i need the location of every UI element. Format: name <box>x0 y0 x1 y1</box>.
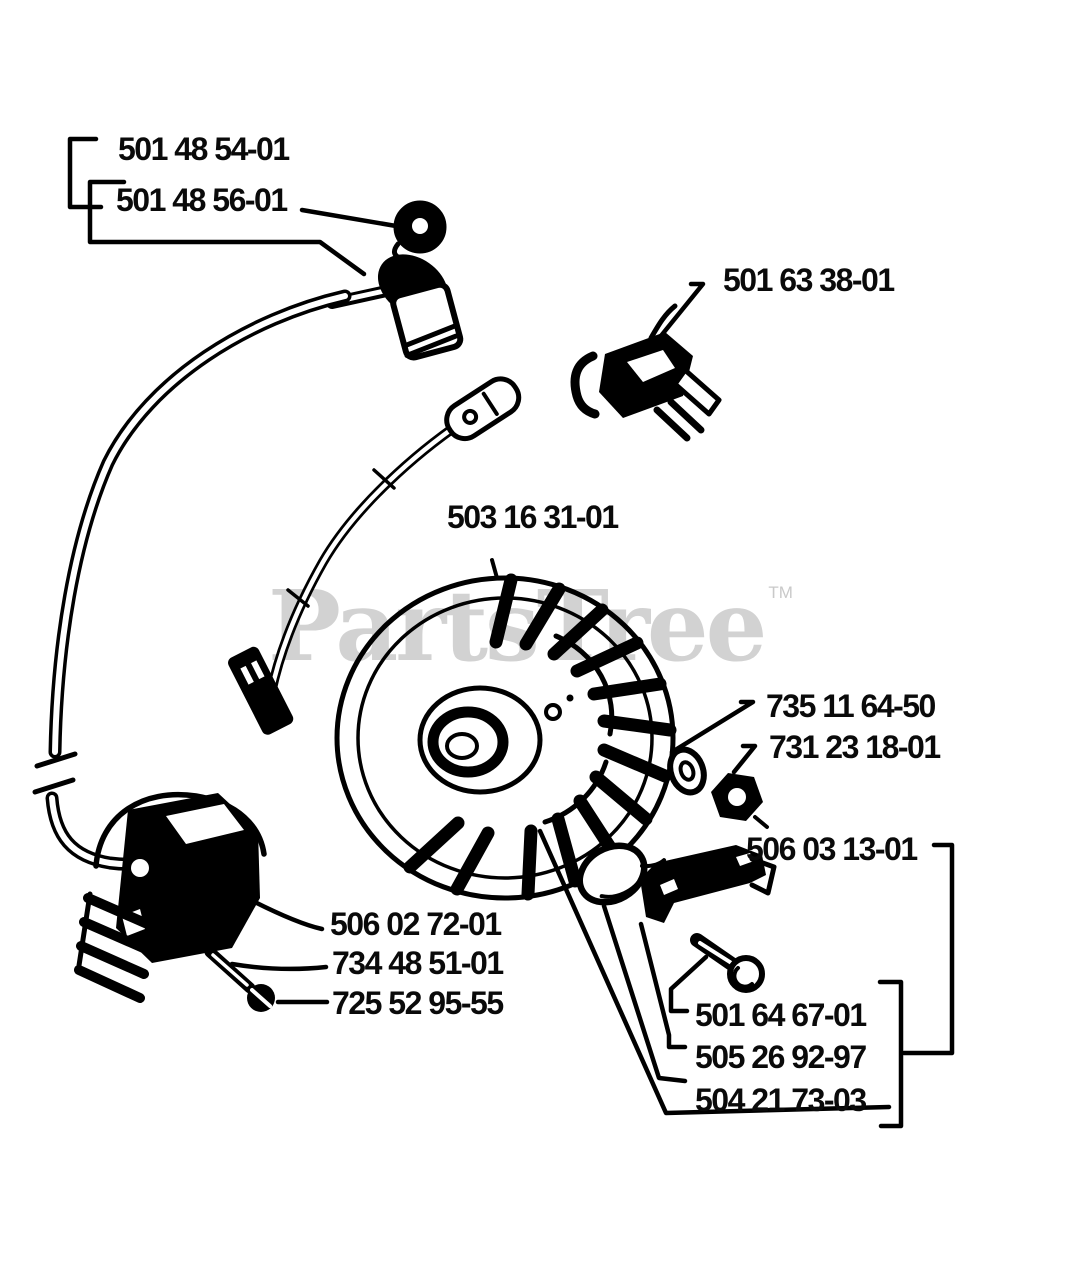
leader-flywheel-group <box>537 828 892 1116</box>
bracket-501-48-56 <box>87 179 367 277</box>
part-label-501-63-38-01: 501 63 38-01 <box>723 262 895 298</box>
leader-nut <box>731 743 758 775</box>
spark-plug-terminal-drawing <box>392 200 447 261</box>
bracket-group-right <box>877 979 904 1129</box>
module-screw-drawing <box>204 946 275 1012</box>
stop-switch-drawing <box>570 303 722 442</box>
watermark-text: PartsTree <box>268 569 767 683</box>
part-label-501-64-67-01: 501 64 67-01 <box>695 997 867 1033</box>
ignition-module-drawing <box>74 792 267 1003</box>
flywheel-drawing <box>334 558 677 901</box>
part-label-734-48-51-01: 734 48 51-01 <box>332 945 504 981</box>
module-core-laminations <box>74 893 157 1003</box>
trademark-symbol: TM <box>768 583 793 602</box>
bracket-506-03-13 <box>901 842 955 1056</box>
leader-bracket-piece <box>638 921 688 1050</box>
washer-drawing <box>667 746 707 796</box>
part-label-506-03-13-01: 506 03 13-01 <box>746 831 918 867</box>
ground-wire-drawing <box>228 376 522 735</box>
flywheel-nut-drawing <box>711 773 769 829</box>
spark-plug-boot-drawing <box>326 254 464 361</box>
part-label-503-16-31-01: 503 16 31-01 <box>447 499 619 535</box>
part-label-735-11-64-50: 735 11 64-50 <box>766 688 936 724</box>
leader-lines <box>67 136 955 1129</box>
part-label-731-23-18-01: 731 23 18-01 <box>769 729 941 765</box>
leader-terminal <box>299 207 399 229</box>
ignition-lead-wire-drawing <box>32 289 352 871</box>
pawl-bracket-drawing <box>640 845 777 923</box>
leader-bolt <box>668 954 709 1014</box>
bracket-501-48-54 <box>67 136 104 210</box>
sleeve-drawing <box>576 842 667 906</box>
part-label-506-02-72-01: 506 02 72-01 <box>330 906 502 942</box>
part-label-504-21-73-03: 504 21 73-03 <box>695 1082 867 1118</box>
leader-washer <box>669 699 756 755</box>
part-label-501-48-56-01: 501 48 56-01 <box>116 182 288 218</box>
part-label-505-26-92-97: 505 26 92-97 <box>695 1039 867 1075</box>
bolt-drawing <box>690 933 765 993</box>
part-label-501-48-54-01: 501 48 54-01 <box>118 131 290 167</box>
leader-sleeve <box>601 903 688 1084</box>
leader-stop-switch <box>653 281 706 345</box>
part-label-725-52-95-55: 725 52 95-55 <box>332 985 504 1021</box>
leader-module-screw <box>229 961 329 972</box>
